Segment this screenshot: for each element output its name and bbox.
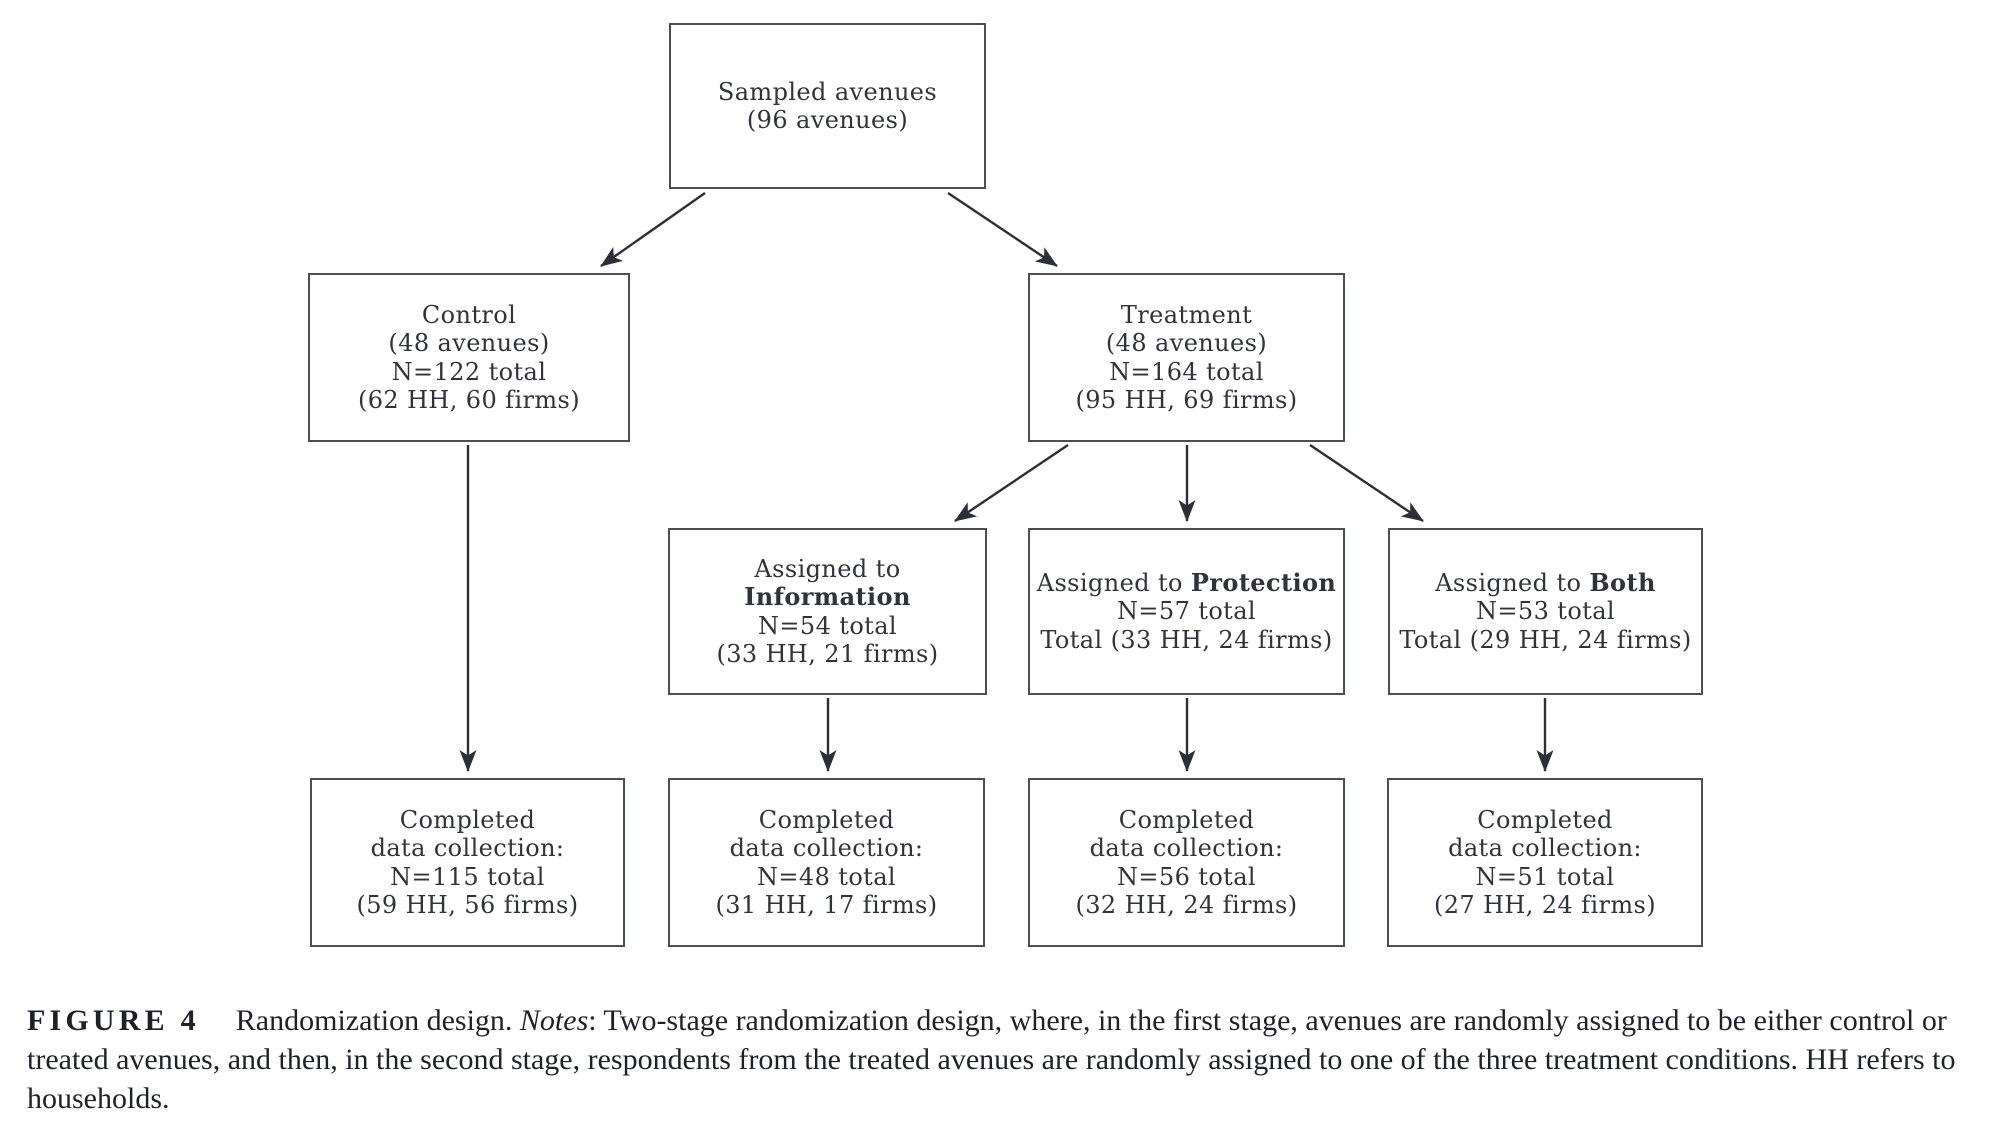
node-text-line: data collection: (729, 834, 924, 862)
arrow-sampled-to-treatment (947, 192, 1058, 267)
node-text-line: Assigned to Both (1435, 567, 1656, 598)
caption-notes-label: Notes (519, 1004, 589, 1037)
node-text-line: N=54 total (758, 611, 897, 640)
node-text-line: data collection: (1448, 834, 1642, 862)
assigned-prefix: Assigned to (1036, 568, 1183, 597)
node-text-line: (96 avenues) (746, 106, 909, 134)
node-text-line: N=51 total (1475, 862, 1615, 891)
node-text-line: (95 HH, 69 firms) (1075, 386, 1298, 414)
node-treatment: Treatment (48 avenues) N=164 total (95 H… (1028, 273, 1345, 442)
node-text-line: Assigned to Protection (1036, 567, 1337, 598)
node-assigned-protection: Assigned to Protection N=57 total Total … (1028, 528, 1345, 695)
node-text-line: (59 HH, 56 firms) (356, 891, 579, 919)
arrow-treatment-to-information (954, 444, 1069, 522)
node-control: Control (48 avenues) N=122 total (62 HH,… (308, 273, 630, 442)
node-text-line: Total (33 HH, 24 firms) (1040, 625, 1333, 654)
node-text-line: N=122 total (391, 357, 547, 386)
node-text-line: Completed (1118, 805, 1255, 834)
node-text-line: (31 HH, 17 firms) (715, 891, 938, 919)
node-text-line: N=164 total (1109, 357, 1264, 386)
node-text-line: Completed (1477, 805, 1613, 834)
node-text-line: Assigned to Information (670, 555, 985, 612)
node-text-line: (33 HH, 21 firms) (716, 640, 939, 668)
figure-caption: FIGURE 4 Randomization design. Notes: Two… (27, 1001, 1977, 1118)
figure-label: FIGURE 4 (27, 1004, 200, 1037)
caption-notes-text: : Two-stage randomization design, where,… (27, 1004, 1956, 1115)
arrow-treatment-to-both (1309, 444, 1424, 522)
node-text-line: (48 avenues) (1105, 329, 1268, 357)
node-text-line: N=56 total (1117, 862, 1256, 891)
node-completed-both: Completed data collection: N=51 total (2… (1387, 778, 1703, 947)
node-text-line: data collection: (1089, 834, 1284, 862)
node-text-line: Completed (399, 805, 536, 834)
node-sampled-avenues: Sampled avenues (96 avenues) (669, 23, 986, 189)
node-completed-control: Completed data collection: N=115 total (… (310, 778, 625, 947)
caption-title: Randomization design. (235, 1004, 513, 1037)
assigned-prefix: Assigned to (1435, 568, 1582, 597)
node-assigned-information: Assigned to Information N=54 total (33 H… (668, 528, 987, 695)
node-text-line: Control (421, 300, 517, 329)
node-text-line: (32 HH, 24 firms) (1075, 891, 1298, 919)
node-text-line: N=48 total (757, 862, 896, 891)
node-text-line: Treatment (1120, 300, 1253, 329)
assigned-prefix: Assigned to (754, 554, 901, 583)
node-text-line: N=115 total (390, 862, 545, 891)
node-text-line: (27 HH, 24 firms) (1433, 891, 1657, 919)
node-assigned-both: Assigned to Both N=53 total Total (29 HH… (1388, 528, 1703, 695)
node-text-line: (48 avenues) (388, 329, 550, 357)
assigned-treatment-name: Information (744, 582, 911, 611)
node-text-line: data collection: (370, 834, 565, 862)
node-text-line: N=57 total (1117, 597, 1256, 626)
node-text-line: N=53 total (1476, 597, 1615, 626)
assigned-treatment-name: Protection (1190, 567, 1337, 597)
node-text-line: Completed (758, 805, 895, 834)
arrow-sampled-to-control (600, 192, 706, 267)
node-text-line: (62 HH, 60 firms) (357, 386, 581, 414)
node-completed-protection: Completed data collection: N=56 total (3… (1028, 778, 1345, 947)
node-completed-information: Completed data collection: N=48 total (3… (668, 778, 985, 947)
node-text-line: Total (29 HH, 24 firms) (1399, 625, 1692, 654)
assigned-treatment-name: Both (1589, 567, 1656, 597)
node-text-line: Sampled avenues (717, 77, 938, 106)
